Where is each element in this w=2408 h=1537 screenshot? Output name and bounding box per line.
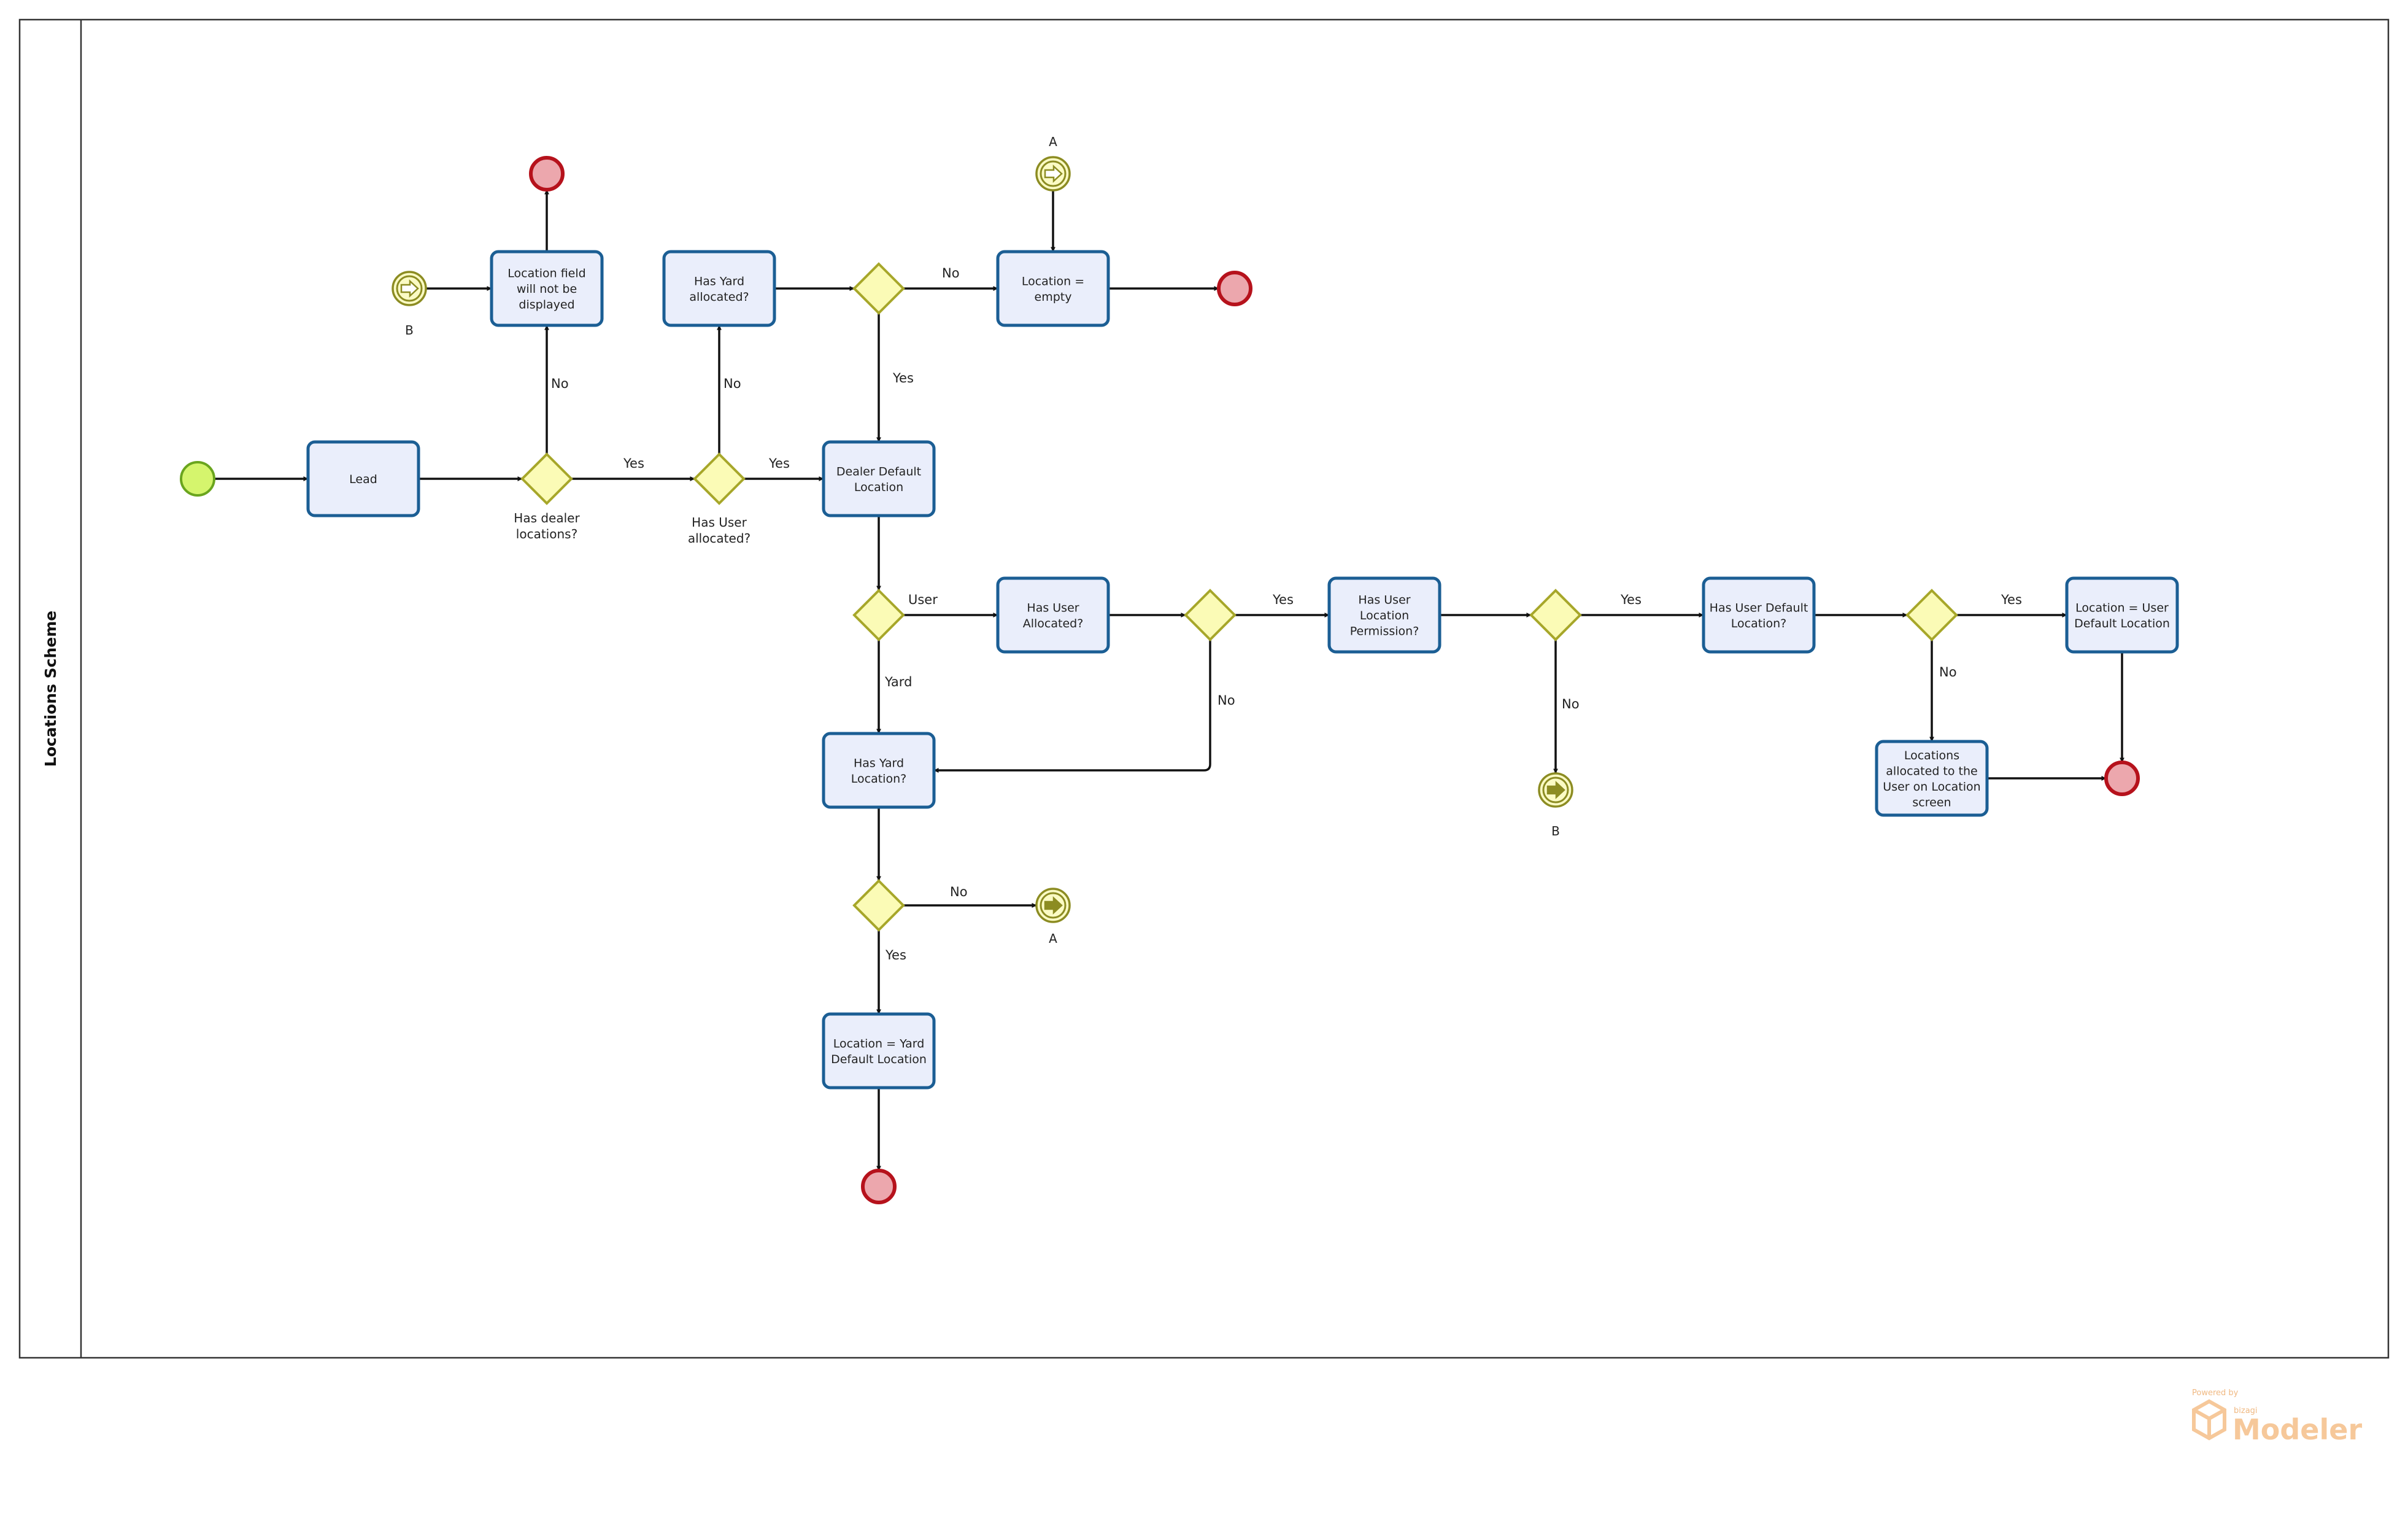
flow-label-dealer-yes: Yes — [623, 456, 644, 471]
flow-label-yard-yes: Yes — [892, 371, 914, 385]
gateway-label: Has dealer — [514, 511, 580, 525]
task-label-line: screen — [1912, 796, 1951, 809]
task-label-line: Has User — [1027, 601, 1079, 614]
sequence-flows — [214, 189, 2124, 1171]
exclusive-gateway[interactable] — [693, 452, 746, 505]
flow-label-permission-yes: Yes — [1620, 592, 1642, 607]
task-label-line: Has Yard — [694, 274, 744, 288]
task-has-yard-allocated[interactable]: Has Yard allocated? — [662, 250, 776, 327]
link-label-b-catch: B — [405, 323, 414, 338]
task-label-line: Lead — [349, 473, 377, 486]
task-label-line: Has User Default — [1710, 601, 1808, 614]
pool: Locations Scheme — [18, 18, 2390, 1359]
watermark-product: Modeler — [2232, 1413, 2362, 1446]
start-event[interactable] — [180, 461, 215, 497]
watermark-powered-by: Powered by — [2192, 1388, 2239, 1398]
task-label-line: Permission? — [1350, 625, 1419, 638]
link-label-a-throw: A — [1049, 931, 1057, 946]
flow-label-allocated-yes: Yes — [1272, 592, 1294, 607]
exclusive-gateway[interactable] — [852, 589, 905, 641]
task-label-line: empty — [1035, 290, 1072, 304]
flow-label-default-no: No — [1939, 665, 1957, 679]
exclusive-gateway[interactable] — [852, 262, 905, 315]
link-throw-event-b-icon[interactable] — [1538, 772, 1573, 808]
watermark-vendor: bizagi — [2234, 1406, 2258, 1415]
task-label-line: Location? — [1731, 617, 1786, 630]
flow-label-split-user: User — [908, 592, 938, 607]
task-label-line: Location field — [507, 267, 585, 281]
gateway-label: locations? — [516, 527, 577, 541]
task-label-line: Default Location — [831, 1053, 927, 1066]
task-label-line: Location — [1360, 609, 1409, 622]
task-label-line: Location — [854, 481, 903, 494]
task-label-line: Location = — [1022, 274, 1084, 288]
exclusive-gateway[interactable] — [1905, 589, 1958, 641]
task-label-line: Location? — [851, 772, 906, 786]
task-location-empty[interactable]: Location = empty — [996, 250, 1110, 327]
end-event[interactable] — [861, 1169, 897, 1204]
task-label-line: allocated? — [689, 290, 749, 304]
task-label-line: will not be — [517, 282, 577, 296]
flow-label-yardloc-no: No — [950, 885, 968, 899]
task-label-line: Locations — [1904, 749, 1959, 762]
exclusive-gateway[interactable] — [1529, 589, 1582, 641]
task-label-line: Has User — [1358, 594, 1410, 607]
end-event[interactable] — [1217, 271, 1252, 306]
pool-title: Locations Scheme — [42, 611, 60, 767]
flow-label-yardloc-yes: Yes — [885, 948, 906, 962]
exclusive-gateway[interactable] — [1184, 589, 1237, 641]
bizagi-logo-icon — [2192, 1399, 2226, 1441]
flow-label-allocated-no: No — [1218, 693, 1235, 708]
link-label-a-catch: A — [1049, 134, 1057, 149]
link-label-b-throw: B — [1551, 824, 1560, 838]
task-label-line: Has Yard — [854, 756, 904, 770]
sequence-flow[interactable] — [933, 640, 1211, 773]
exclusive-gateway[interactable] — [520, 452, 573, 505]
link-throw-event-a-icon[interactable] — [1035, 888, 1071, 923]
flow-label-permission-no: No — [1562, 697, 1580, 711]
bizagi-watermark: Powered by bizagi Modeler — [2192, 1388, 2362, 1446]
pool-border — [18, 18, 2390, 1359]
link-catch-event-a-icon[interactable] — [1035, 156, 1071, 192]
task-label-line: Dealer Default — [836, 465, 921, 478]
flow-label-dealer-no: No — [551, 376, 569, 391]
flow-label-split-yard: Yard — [884, 675, 912, 689]
task-label-line: Location = Yard — [833, 1037, 925, 1050]
task-label-line: displayed — [519, 298, 574, 312]
link-catch-event-b-icon[interactable] — [392, 271, 427, 306]
end-event[interactable] — [529, 156, 565, 192]
exclusive-gateway[interactable] — [852, 879, 905, 932]
task-label-line: Allocated? — [1023, 617, 1084, 630]
flow-label-yard-no: No — [942, 266, 960, 281]
flow-label-user-yes: Yes — [768, 456, 790, 471]
task-label-line: Default Location — [2074, 617, 2170, 630]
task-lead[interactable]: Lead — [306, 440, 420, 517]
task-label-line: Location = User — [2075, 601, 2169, 614]
task-label-line: allocated to the — [1886, 764, 1977, 778]
end-event[interactable] — [2104, 761, 2140, 796]
gateway-label: Has User — [692, 515, 747, 530]
flow-label-default-yes: Yes — [2001, 592, 2022, 607]
flow-label-user-no: No — [724, 376, 741, 391]
task-label-line: User on Location — [1883, 780, 1980, 794]
gateway-label: allocated? — [688, 531, 751, 546]
